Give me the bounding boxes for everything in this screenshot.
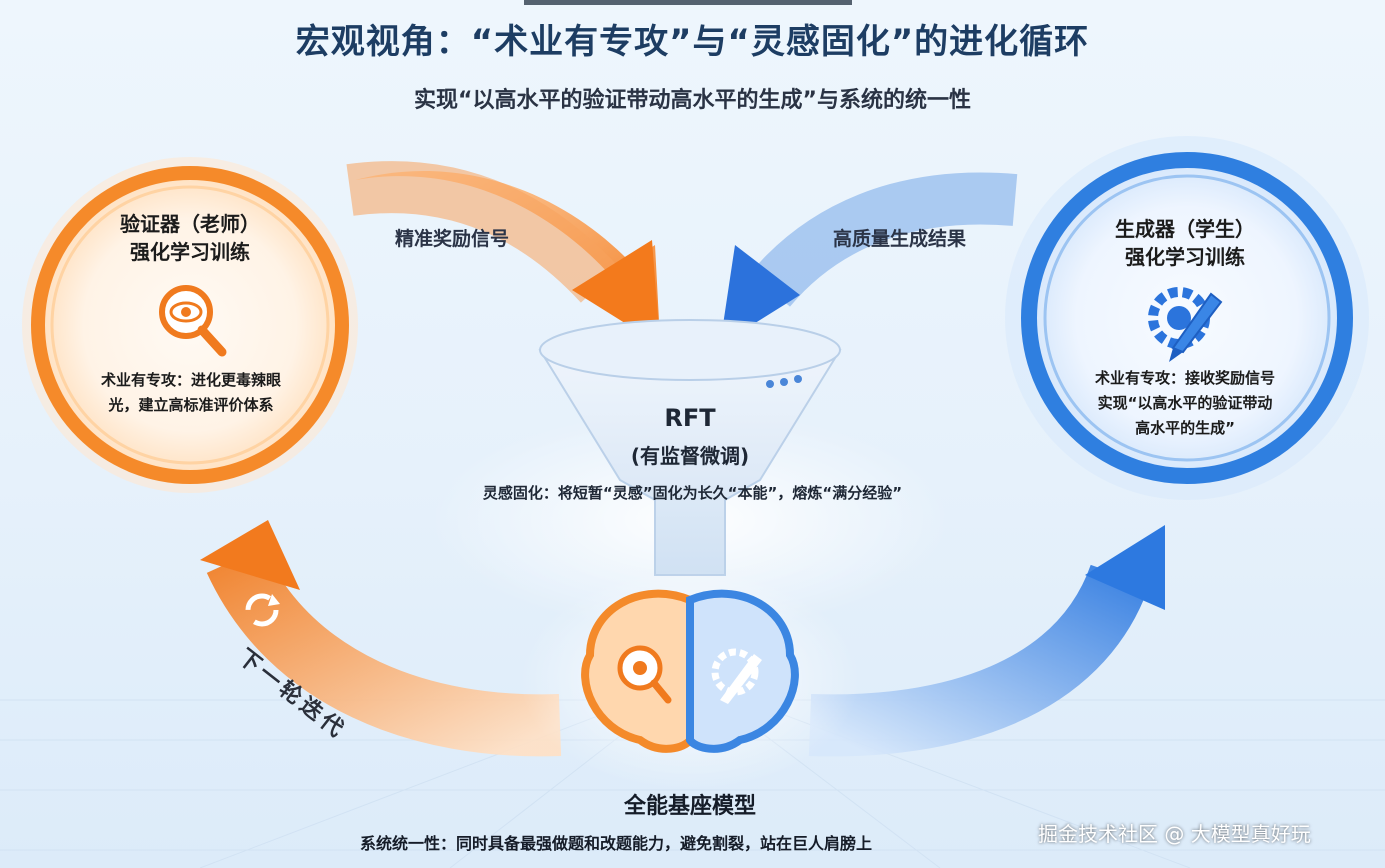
reward-signal-label: 精准奖励信号: [395, 228, 510, 250]
refresh-icon: [245, 593, 280, 627]
generator-title-line2: 强化学习训练: [1125, 245, 1245, 269]
quality-output-label: 高质量生成结果: [833, 228, 967, 250]
generator-title-line1: 生成器（学生）: [1115, 217, 1255, 241]
base-model-desc: 系统统一性：同时具备最强做题和改题能力，避免割裂，站在巨人肩膀上: [360, 834, 873, 853]
verifier-title: 验证器（老师） 强化学习训练: [50, 210, 330, 266]
generator-desc: 术业有专攻：接收奖励信号 实现“以高水平的验证带动 高水平的生成”: [1040, 366, 1330, 441]
verifier-title-line1: 验证器（老师）: [120, 212, 260, 236]
generator-desc-line3: 高水平的生成”: [1135, 419, 1235, 437]
next-iteration-arrow: [200, 520, 562, 757]
base-model-title: 全能基座模型: [623, 794, 756, 819]
verifier-title-line2: 强化学习训练: [130, 240, 250, 264]
rft-title: RFT: [664, 404, 716, 432]
generator-desc-line2: 实现“以高水平的验证带动: [1097, 394, 1273, 412]
brain-icon: [520, 570, 860, 790]
magnifier-eye-icon: [159, 285, 227, 357]
page-title: 宏观视角：“术业有专攻”与“灵感固化”的进化循环: [295, 22, 1090, 62]
verifier-desc: 术业有专攻：进化更毒辣眼 光，建立高标准评价体系: [66, 368, 316, 418]
funnel-icon: [430, 319, 950, 630]
generator-title: 生成器（学生） 强化学习训练: [1040, 215, 1330, 271]
generator-desc-line1: 术业有专攻：接收奖励信号: [1094, 369, 1275, 387]
watermark: 掘金技术社区 @ 大模型真好玩: [1038, 822, 1311, 846]
gear-pencil-icon: [1148, 287, 1223, 362]
page-subtitle: 实现“以高水平的验证带动高水平的生成”与系统的统一性: [414, 88, 971, 113]
quality-output-arrow: [720, 172, 1018, 345]
reward-signal-arrow: [346, 161, 660, 345]
top-bar: [524, 0, 852, 5]
base-to-generator-arrow: [808, 525, 1165, 757]
rft-desc: 灵感固化：将短暂“灵感”固化为长久“本能”，熔炼“满分经验”: [482, 484, 903, 502]
rft-subtitle: (有监督微调): [630, 444, 750, 468]
verifier-desc-line2: 光，建立高标准评价体系: [108, 396, 274, 414]
verifier-desc-line1: 术业有专攻：进化更毒辣眼: [100, 371, 281, 389]
